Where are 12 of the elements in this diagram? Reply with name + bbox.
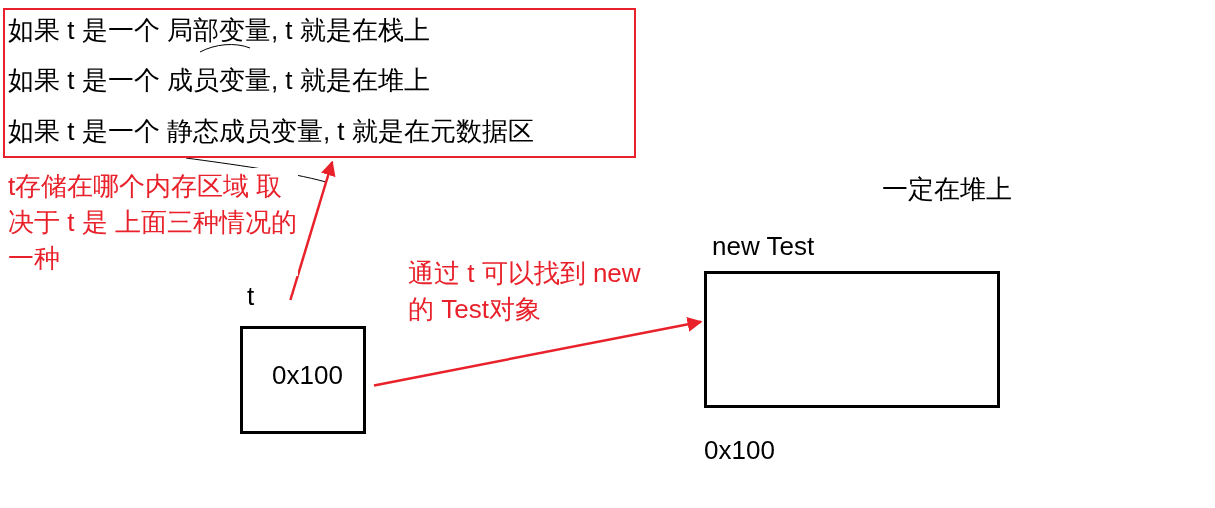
note-line: 如果 t 是一个 静态成员变量, t 就是在元数据区 [8, 116, 534, 146]
note-box [3, 8, 636, 158]
heap-note: 一定在堆上 [882, 174, 1012, 204]
arrow [373, 316, 703, 387]
variable-name: t [247, 281, 255, 311]
note-line: 如果 t 是一个 局部变量, t 就是在栈上 [8, 15, 430, 45]
address-text: 0x100 [704, 435, 775, 465]
arrow [289, 160, 336, 301]
note-line: 如果 t 是一个 成员变量, t 就是在堆上 [8, 65, 430, 95]
explanation-label: t存储在哪个内存区域 取决于 t 是 上面三种情况的一种 [8, 168, 298, 276]
object-title: new Test [712, 231, 815, 261]
address-text: 0x100 [272, 360, 343, 390]
